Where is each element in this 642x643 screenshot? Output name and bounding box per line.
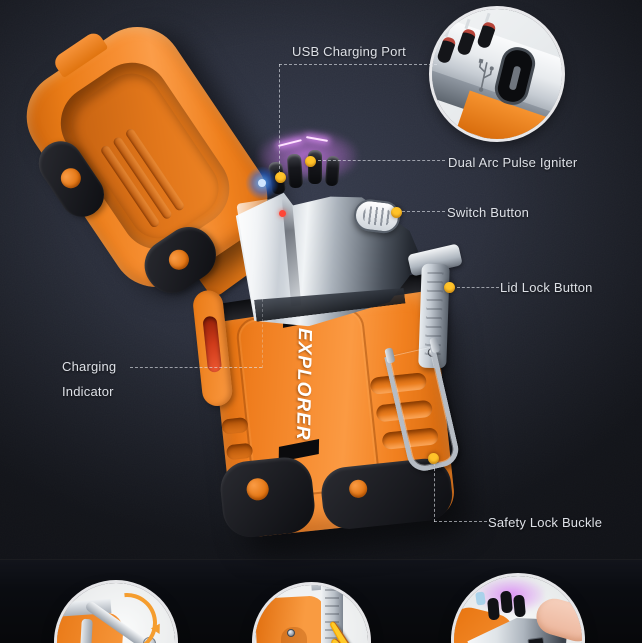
safety-leader-line-vertical [434, 463, 435, 522]
switch-ridges [361, 205, 392, 227]
closeup-screw [287, 629, 295, 637]
grip-rib [221, 417, 249, 435]
brand-strip: EXPLORER [277, 305, 330, 462]
lid-pad-dot [56, 164, 85, 193]
label-charging-indicator-line1: Charging [62, 359, 117, 374]
electrode-post [286, 153, 304, 189]
brand-text: EXPLORER [292, 327, 316, 441]
lid-pad-dot [165, 245, 193, 274]
lid-lock-marker-dot [444, 282, 455, 293]
safety-leader-line [434, 521, 487, 522]
electrode-post [487, 597, 500, 621]
led-core [258, 179, 266, 187]
charging-leader-line-vertical [262, 258, 263, 368]
wire-buckle-tip [143, 637, 156, 643]
usb-port-closeup-circle [432, 9, 562, 139]
lid-lock-press-closeup-circle: ☝ [255, 585, 368, 643]
blue-component [475, 591, 486, 606]
base-pad-dot [245, 477, 270, 502]
latch-red-slot [202, 315, 223, 373]
base-pad-dot [348, 478, 369, 499]
usb-marker-dot [275, 172, 286, 183]
switch-leader-line [402, 211, 445, 212]
lever-ridges [325, 589, 339, 643]
base-rubber-pad [217, 454, 318, 540]
label-dual-arc-pulse-igniter: Dual Arc Pulse Igniter [448, 155, 578, 170]
label-switch-button: Switch Button [447, 205, 530, 220]
igniter-leader-line [318, 160, 445, 161]
label-lid-lock-button: Lid Lock Button [500, 280, 593, 295]
usb-port-tongue [508, 65, 522, 91]
charging-leader-line [130, 367, 262, 368]
switch-marker-dot [391, 207, 402, 218]
label-charging-indicator-line2: Indicator [62, 384, 114, 399]
electrode-post [500, 590, 513, 614]
label-safety-lock-buckle: Safety Lock Buckle [488, 515, 603, 530]
usb-leader-line-vertical [279, 64, 280, 174]
closeup-lock-lever [321, 585, 343, 643]
igniter-marker-dot [305, 156, 316, 167]
red-glint [279, 210, 286, 217]
label-usb-charging-port: USB Charging Port [292, 44, 406, 59]
lid-lock-leader-line [457, 287, 499, 288]
charging-indicator-led [245, 166, 279, 200]
safety-marker-dot [428, 453, 439, 464]
electrode-post [513, 594, 526, 618]
usb-leader-line [279, 64, 437, 65]
closeup-switch-slot [527, 636, 545, 643]
buckle-hinge-stub [80, 618, 93, 643]
